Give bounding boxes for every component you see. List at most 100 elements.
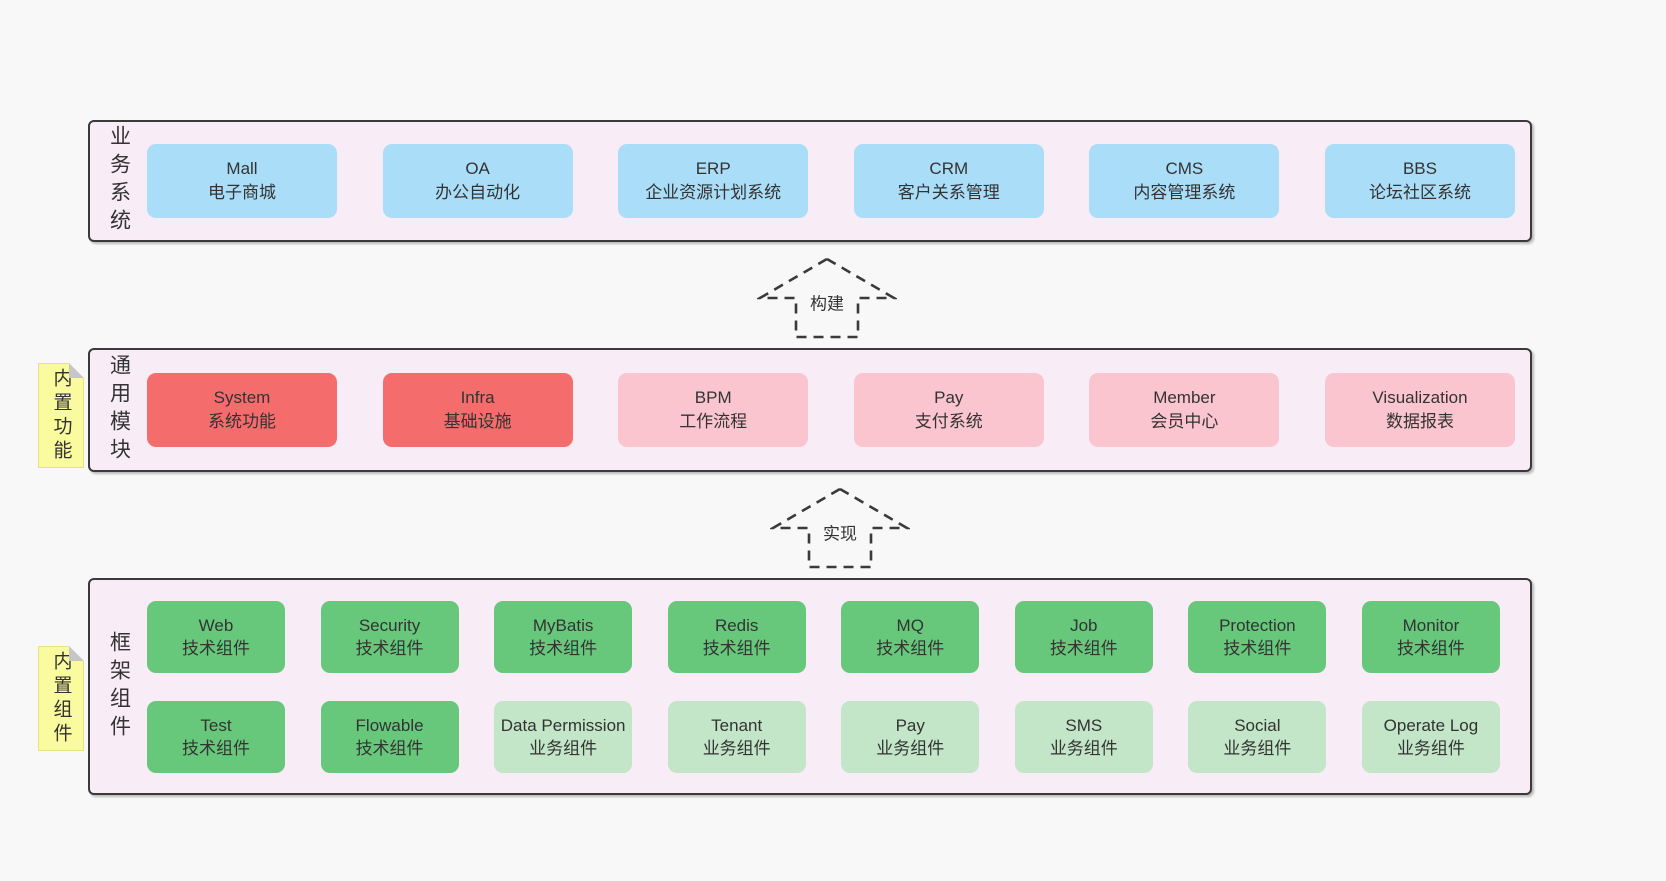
build-arrow: 构建 bbox=[757, 256, 897, 340]
box-name: Monitor bbox=[1402, 615, 1460, 635]
box-name: Mall bbox=[226, 159, 258, 178]
box-name: Operate Log bbox=[1383, 715, 1479, 735]
box-sms: SMS 业务组件 bbox=[1014, 700, 1153, 773]
box-name: Data Permission bbox=[500, 715, 626, 735]
box-desc: 工作流程 bbox=[679, 412, 748, 431]
box-desc: 业务组件 bbox=[1223, 738, 1292, 758]
box-data-permission: Data Permission 业务组件 bbox=[494, 700, 633, 773]
box-social: Social 业务组件 bbox=[1188, 700, 1327, 773]
box-member: Member 会员中心 bbox=[1089, 373, 1280, 447]
box-desc: 业务组件 bbox=[1396, 738, 1465, 758]
box-desc: 技术组件 bbox=[876, 638, 945, 658]
box-name: System bbox=[213, 388, 271, 407]
box-desc: 支付系统 bbox=[914, 412, 983, 431]
box-web: Web 技术组件 bbox=[147, 600, 285, 673]
box-name: Social bbox=[1234, 715, 1281, 735]
box-desc: 业务组件 bbox=[702, 738, 771, 758]
box-name: CRM bbox=[929, 159, 969, 178]
sticky-note-builtin-components: 内置组件 bbox=[38, 646, 84, 751]
box-bbs: BBS 论坛社区系统 bbox=[1324, 144, 1515, 218]
box-flowable: Flowable 技术组件 bbox=[320, 700, 459, 773]
box-security: Security 技术组件 bbox=[320, 600, 459, 673]
box-desc: 业务组件 bbox=[1049, 738, 1118, 758]
folded-corner-icon bbox=[69, 646, 84, 661]
box-name: Tenant bbox=[711, 715, 763, 735]
box-desc: 基础设施 bbox=[443, 412, 512, 431]
box-desc: 技术组件 bbox=[1049, 638, 1118, 658]
box-system: System 系统功能 bbox=[147, 373, 337, 447]
layer-framework-components: 框架组件 Web 技术组件 Security 技术组件 MyBatis 技术组件… bbox=[88, 578, 1532, 795]
box-desc: 技术组件 bbox=[702, 638, 771, 658]
components-layer-label: 框架组件 bbox=[107, 630, 131, 743]
modules-layer-label: 通用模块 bbox=[107, 354, 131, 466]
box-desc: 企业资源计划系统 bbox=[645, 183, 782, 202]
box-name: SMS bbox=[1065, 715, 1103, 735]
box-name: ERP bbox=[695, 159, 731, 178]
box-redis: Redis 技术组件 bbox=[667, 600, 806, 673]
box-tenant: Tenant 业务组件 bbox=[667, 700, 806, 773]
box-infra: Infra 基础设施 bbox=[382, 373, 573, 447]
components-boxes-grid: Web 技术组件 Security 技术组件 MyBatis 技术组件 Redi… bbox=[147, 580, 1530, 793]
implement-arrow: 实现 bbox=[770, 486, 910, 570]
box-name: Redis bbox=[714, 615, 759, 635]
box-mybatis: MyBatis 技术组件 bbox=[494, 600, 633, 673]
box-name: Web bbox=[198, 615, 234, 635]
business-boxes-row: Mall 电子商城 OA 办公自动化 ERP 企业资源计划系统 CRM 客户关系… bbox=[147, 122, 1530, 240]
box-bpm: BPM 工作流程 bbox=[618, 373, 809, 447]
box-desc: 业务组件 bbox=[529, 738, 598, 758]
layer-common-modules: 通用模块 System 系统功能 Infra 基础设施 BPM 工作流程 Pay… bbox=[88, 348, 1532, 472]
box-name: BBS bbox=[1402, 159, 1437, 178]
box-protection: Protection 技术组件 bbox=[1188, 600, 1327, 673]
box-name: Security bbox=[358, 615, 421, 635]
box-name: Member bbox=[1153, 388, 1216, 407]
box-cms: CMS 内容管理系统 bbox=[1089, 144, 1280, 218]
box-test: Test 技术组件 bbox=[147, 700, 285, 773]
box-name: Pay bbox=[934, 388, 964, 407]
box-desc: 业务组件 bbox=[876, 738, 945, 758]
components-row-2: Test 技术组件 Flowable 技术组件 Data Permission … bbox=[147, 700, 1500, 773]
box-desc: 技术组件 bbox=[1223, 638, 1292, 658]
box-desc: 技术组件 bbox=[182, 638, 250, 658]
box-monitor: Monitor 技术组件 bbox=[1361, 600, 1500, 673]
box-name: OA bbox=[465, 159, 490, 178]
business-layer-label: 业务系统 bbox=[107, 125, 131, 237]
box-pay-module: Pay 支付系统 bbox=[853, 373, 1044, 447]
box-desc: 内容管理系统 bbox=[1133, 183, 1236, 202]
sticky-note-builtin-features: 内置功能 bbox=[38, 363, 84, 468]
box-name: CMS bbox=[1165, 159, 1204, 178]
box-name: MQ bbox=[896, 615, 924, 635]
box-desc: 客户关系管理 bbox=[897, 183, 1000, 202]
box-name: Pay bbox=[895, 715, 925, 735]
sticky-note-text: 内置组件 bbox=[50, 650, 72, 747]
box-desc: 论坛社区系统 bbox=[1368, 183, 1471, 202]
box-name: Flowable bbox=[355, 715, 424, 735]
box-erp: ERP 企业资源计划系统 bbox=[618, 144, 809, 218]
box-desc: 办公自动化 bbox=[435, 183, 521, 202]
box-desc: 电子商城 bbox=[208, 183, 276, 202]
box-visualization: Visualization 数据报表 bbox=[1324, 373, 1515, 447]
box-mall: Mall 电子商城 bbox=[147, 144, 337, 218]
modules-boxes-row: System 系统功能 Infra 基础设施 BPM 工作流程 Pay 支付系统… bbox=[147, 350, 1530, 470]
box-desc: 技术组件 bbox=[529, 638, 598, 658]
box-operate-log: Operate Log 业务组件 bbox=[1361, 700, 1500, 773]
box-desc: 技术组件 bbox=[355, 638, 424, 658]
sticky-note-text: 内置功能 bbox=[50, 367, 72, 464]
box-name: MyBatis bbox=[532, 615, 594, 635]
box-name: Protection bbox=[1219, 615, 1296, 635]
box-oa: OA 办公自动化 bbox=[382, 144, 573, 218]
box-desc: 系统功能 bbox=[208, 412, 276, 431]
box-name: Visualization bbox=[1372, 388, 1468, 407]
layer-business-systems: 业务系统 Mall 电子商城 OA 办公自动化 ERP 企业资源计划系统 CRM… bbox=[88, 120, 1532, 242]
box-desc: 数据报表 bbox=[1385, 412, 1454, 431]
box-desc: 会员中心 bbox=[1150, 412, 1219, 431]
box-name: Job bbox=[1070, 615, 1098, 635]
box-desc: 技术组件 bbox=[1396, 638, 1465, 658]
box-name: BPM bbox=[694, 388, 732, 407]
implement-arrow-label: 实现 bbox=[818, 516, 862, 548]
folded-corner-icon bbox=[69, 363, 84, 378]
box-name: Test bbox=[200, 715, 232, 735]
box-name: Infra bbox=[460, 388, 495, 407]
box-pay-component: Pay 业务组件 bbox=[841, 700, 980, 773]
components-row-1: Web 技术组件 Security 技术组件 MyBatis 技术组件 Redi… bbox=[147, 600, 1500, 673]
